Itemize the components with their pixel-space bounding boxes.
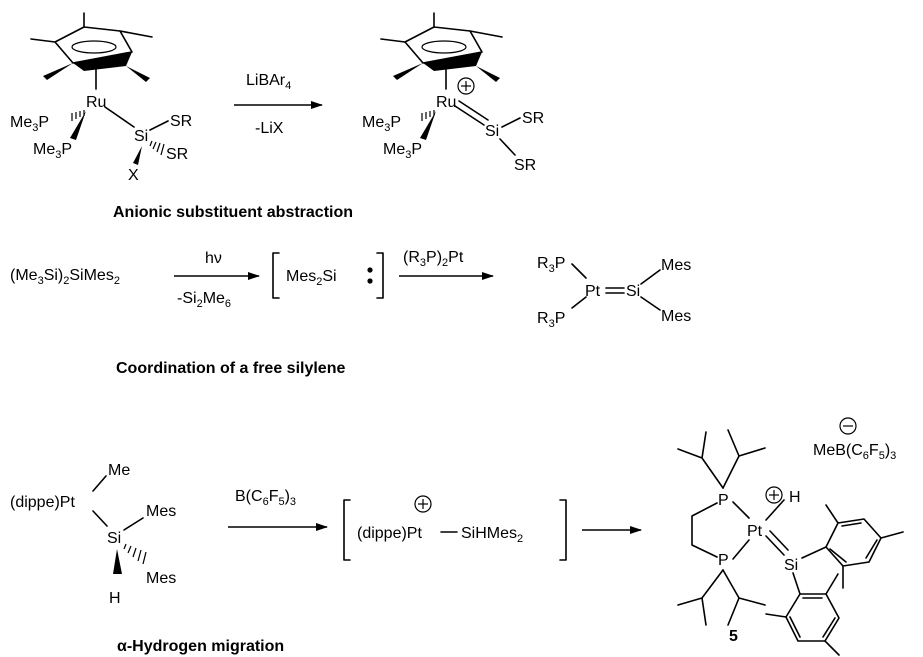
disilane-reactant: (Me3Si)2SiMes2	[10, 267, 120, 287]
compound-label-5: 5	[729, 628, 738, 645]
mesityl-ring-1	[801, 504, 904, 589]
h-atom: H	[109, 590, 121, 607]
positive-charge-2	[414, 495, 432, 513]
borate-label: MeB(C6F5)3	[813, 442, 896, 462]
pme3-label-2: Me3P	[33, 141, 72, 161]
pt-si-double-bond	[605, 287, 625, 294]
sr-group-1: SR	[170, 113, 192, 130]
p-atom-1: P	[718, 492, 729, 509]
free-silylene-bracketed: Mes2Si	[272, 252, 384, 299]
reagent-pt-phosphine: (R3P)2Pt	[403, 249, 464, 269]
sihmes2-label: SiHMes2	[461, 525, 523, 545]
pt-silylene-complex: R3P Pt R3P Si Mes Mes	[537, 255, 691, 330]
pt-atom-product: Pt	[747, 523, 763, 540]
reaction-2: (Me3Si)2SiMes2 hν -Si2Me6 Mes2Si (R3P)2P…	[10, 249, 691, 377]
negative-charge	[839, 417, 857, 435]
isopropyl-p2	[677, 569, 766, 626]
r3p-top-label: R3P	[537, 255, 565, 275]
pt-silyl-complex: (dippe)Pt Me Si Mes Mes H	[10, 462, 176, 607]
isopropyl-p1	[677, 429, 766, 489]
positive-charge-1	[457, 77, 475, 95]
reaction-1: Ru Me3P Me3P Si SR SR X LiBAr4 -LiX	[10, 12, 544, 221]
counterion-borate: MeB(C6F5)3	[813, 417, 896, 462]
ru-si-double-bond	[454, 100, 489, 126]
r3p-bottom-label: R3P	[537, 310, 565, 330]
ru-atom: Ru	[86, 94, 106, 111]
ru-si-bond	[104, 106, 135, 128]
mesityl-ring-2	[765, 572, 840, 656]
mes-group-1: Mes	[661, 257, 691, 274]
ru-silylene-cation: Ru Me3P Me3P Si SR SR	[362, 12, 544, 174]
mes-group-r3-1: Mes	[146, 503, 176, 520]
ethylene-bridge	[691, 502, 718, 558]
caption-free-silylene: Coordination of a free silylene	[116, 360, 345, 377]
hashed-bond-sr2	[149, 140, 165, 156]
reagent-libar4: LiBAr4	[246, 72, 291, 92]
wedge-bond-x	[133, 146, 142, 165]
mes-group-r3-2: Mes	[146, 570, 176, 587]
hydride-atom: H	[789, 489, 801, 506]
si-atom-product: Si	[485, 123, 499, 140]
pt-si-double-bond-product	[765, 530, 789, 556]
pt-atom: Pt	[585, 283, 601, 300]
sr-group-2: SR	[166, 146, 188, 163]
condition-lix: -LiX	[255, 120, 284, 137]
caption-anionic-abstraction: Anionic substituent abstraction	[113, 204, 353, 221]
ru-atom-product: Ru	[436, 94, 456, 111]
wedge-bond-p2	[70, 111, 86, 140]
reaction-3: (dippe)Pt Me Si Mes Mes H B(C6F5)3 (dipp…	[10, 417, 904, 656]
cationic-silyl-bracketed: (dippe)Pt SiHMes2	[343, 495, 567, 561]
sr-group-3: SR	[522, 110, 544, 127]
cationic-pt-label: (dippe)Pt	[357, 525, 422, 542]
si-atom-product-5: Si	[784, 557, 798, 574]
si-atom-pt: Si	[626, 283, 640, 300]
methyl-group: Me	[108, 462, 130, 479]
si-atom: Si	[134, 128, 148, 145]
lone-pair-dot-1	[367, 267, 373, 273]
dippe-pt-atom: (dippe)Pt	[10, 494, 75, 511]
pt-silylene-hydride-product: P Pt H P	[677, 429, 904, 656]
pme3-label-3: Me3P	[362, 114, 401, 134]
caption-alpha-hydrogen: α-Hydrogen migration	[117, 638, 284, 655]
condition-si2me6: -Si2Me6	[177, 290, 231, 310]
sr-group-4: SR	[514, 157, 536, 174]
pme3-label-1: Me3P	[10, 114, 49, 134]
x-atom: X	[128, 167, 139, 184]
reagent-hv: hν	[205, 250, 222, 267]
cp-star-ring-product	[380, 12, 503, 82]
cp-star-ring	[30, 12, 153, 82]
reagent-borane: B(C6F5)3	[235, 488, 296, 508]
p-atom-2: P	[718, 552, 729, 569]
pme3-label-4: Me3P	[383, 141, 422, 161]
silylene-intermediate: Mes2Si	[286, 268, 337, 288]
si-atom-r3: Si	[107, 530, 121, 547]
mes-group-2: Mes	[661, 308, 691, 325]
lone-pair-dot-2	[367, 278, 373, 284]
ru-silyl-complex: Ru Me3P Me3P Si SR SR X	[10, 12, 192, 184]
wedge-bond-h	[113, 549, 122, 574]
positive-charge-3	[765, 486, 783, 504]
hashed-bond-p1	[71, 110, 85, 121]
hashed-bond-mes2	[123, 543, 147, 565]
